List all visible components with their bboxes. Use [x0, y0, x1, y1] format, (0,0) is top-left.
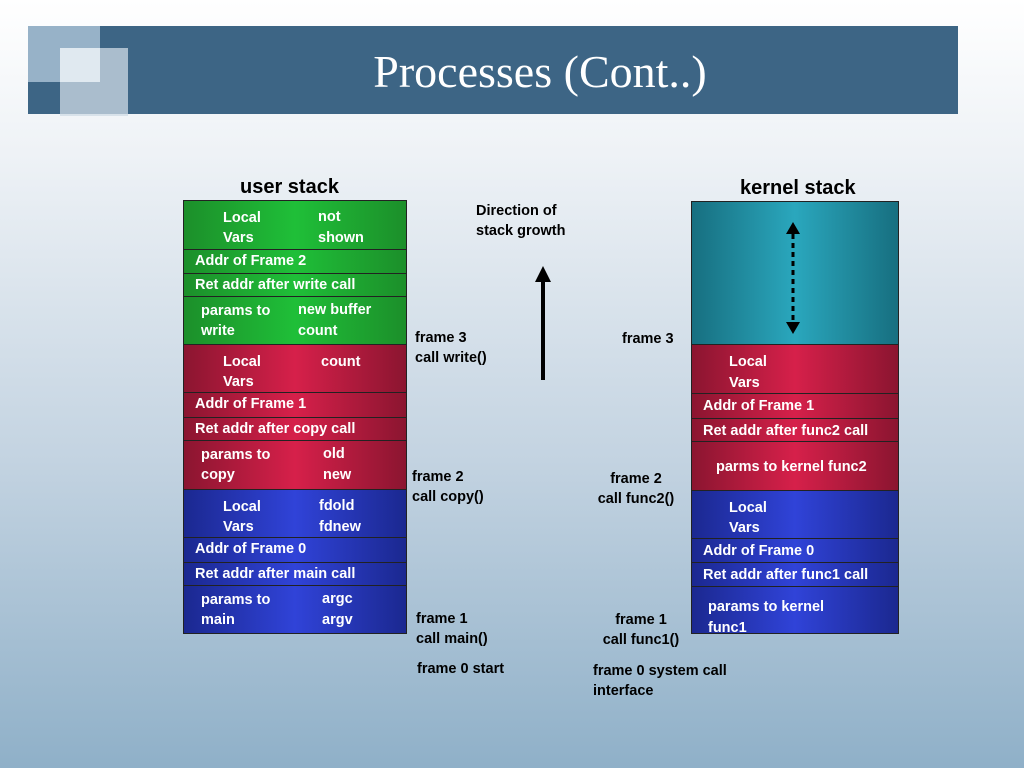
- args-label: new: [323, 467, 352, 483]
- growth-arrow-icon: [535, 266, 551, 380]
- user-frame2-label: frame 2 call copy(): [412, 467, 484, 507]
- addr-label: Addr of Frame 0: [195, 541, 307, 557]
- user-f3-addr: Addr of Frame 2: [184, 250, 406, 274]
- addr-label: Addr of Frame 1: [195, 396, 307, 412]
- user-frame1-label: frame 1 call main(): [416, 609, 488, 649]
- kernel-frame2-label: frame 2 call func2(): [588, 469, 684, 509]
- frame-label: frame 1: [615, 612, 667, 628]
- params-label: copy: [201, 467, 235, 483]
- user-stack-heading: user stack: [240, 176, 339, 198]
- user-stack: Local Vars not shown Addr of Frame 2 Ret…: [183, 200, 407, 634]
- slide-title: Processes (Cont..): [373, 46, 707, 97]
- user-f2-ret: Ret addr after copy call: [184, 418, 406, 441]
- params-label: params to: [201, 592, 271, 608]
- kernel-frame0-label: frame 0 system call interface: [593, 661, 727, 701]
- kernel-frame3-label: frame 3: [622, 331, 674, 347]
- growth-caption-line: stack growth: [476, 223, 566, 239]
- user-f3-locals: Local Vars not shown: [184, 201, 406, 250]
- params-label: params to: [201, 303, 271, 319]
- vars-label: Vars: [729, 520, 760, 536]
- args-label: argv: [322, 612, 353, 628]
- frame-label: frame 3: [415, 330, 467, 346]
- local-label: Local: [729, 354, 767, 370]
- ret-label: Ret addr after copy call: [195, 421, 356, 437]
- growth-caption-line: Direction of: [476, 203, 557, 219]
- call-label: call func1(): [602, 632, 680, 648]
- args-label: new buffer: [298, 302, 372, 318]
- user-f2-addr: Addr of Frame 1: [184, 393, 406, 418]
- user-f2-params: params to copy old new: [184, 441, 406, 490]
- params-label: parms to kernel func2: [716, 459, 867, 475]
- params-label: func1: [708, 620, 747, 636]
- kernel-f1-ret: Ret addr after func1 call: [692, 563, 898, 587]
- kernel-f1-params: params to kernel func1: [692, 587, 898, 636]
- ret-label: Ret addr after write call: [195, 277, 356, 293]
- call-label: call write(): [415, 350, 487, 366]
- local-label: Local: [223, 354, 261, 370]
- local-label: Local: [223, 499, 261, 515]
- kernel-stack: Local Vars Addr of Frame 1 Ret addr afte…: [691, 201, 899, 636]
- params-label: main: [201, 612, 235, 628]
- addr-label: Addr of Frame 1: [703, 398, 815, 414]
- user-f3-ret: Ret addr after write call: [184, 274, 406, 297]
- locals-note: shown: [318, 230, 364, 246]
- user-f3-params: params to write new buffer count: [184, 297, 406, 345]
- kernel-f1-addr: Addr of Frame 0: [692, 539, 898, 563]
- user-f1-locals: Local Vars fdold fdnew: [184, 490, 406, 538]
- frame-label: frame 2: [610, 471, 662, 487]
- kernel-frame1-label: frame 1 call func1(): [594, 610, 688, 650]
- kernel-f2-ret: Ret addr after func2 call: [692, 419, 898, 442]
- kernel-stack-heading: kernel stack: [740, 177, 856, 199]
- kernel-f1-locals: Local Vars: [692, 491, 898, 539]
- vars-label: Vars: [729, 375, 760, 391]
- kernel-f2-params: parms to kernel func2: [692, 442, 898, 491]
- locals-note: count: [321, 354, 361, 370]
- vars-label: Vars: [223, 230, 254, 246]
- growth-caption: Direction of stack growth: [476, 201, 565, 241]
- args-label: old: [323, 446, 345, 462]
- decor-square: [60, 48, 100, 82]
- kernel-free-space: [692, 202, 898, 345]
- params-label: params to: [201, 447, 271, 463]
- addr-label: Addr of Frame 2: [195, 253, 307, 269]
- kernel-f2-addr: Addr of Frame 1: [692, 394, 898, 419]
- frame-label: frame 2: [412, 469, 464, 485]
- user-frame3-label: frame 3 call write(): [415, 328, 487, 368]
- user-f2-locals: Local Vars count: [184, 345, 406, 393]
- title-bar: [28, 26, 958, 114]
- args-label: argc: [322, 591, 353, 607]
- kernel-f2-locals: Local Vars: [692, 345, 898, 394]
- local-label: Local: [223, 210, 261, 226]
- double-arrow-icon: [786, 222, 800, 334]
- addr-label: Addr of Frame 0: [703, 543, 815, 559]
- user-frame0-label: frame 0 start: [417, 661, 505, 677]
- ret-label: Ret addr after func2 call: [703, 423, 869, 439]
- ret-label: Ret addr after func1 call: [703, 567, 869, 583]
- frame-label: frame 0 system call: [593, 663, 727, 679]
- user-f1-addr: Addr of Frame 0: [184, 538, 406, 563]
- call-label: call copy(): [412, 489, 484, 505]
- frame-label: interface: [593, 683, 654, 699]
- locals-note: fdnew: [319, 519, 361, 535]
- vars-label: Vars: [223, 374, 254, 390]
- ret-label: Ret addr after main call: [195, 566, 356, 582]
- locals-note: fdold: [319, 498, 355, 514]
- user-f1-params: params to main argc argv: [184, 586, 406, 633]
- call-label: call func2(): [597, 491, 675, 507]
- args-label: count: [298, 323, 338, 339]
- frame-label: frame 1: [416, 611, 468, 627]
- params-label: params to kernel: [708, 599, 825, 615]
- vars-label: Vars: [223, 519, 254, 535]
- locals-note: not: [318, 209, 341, 225]
- params-label: write: [201, 323, 235, 339]
- call-label: call main(): [416, 631, 488, 647]
- local-label: Local: [729, 500, 767, 516]
- user-f1-ret: Ret addr after main call: [184, 563, 406, 586]
